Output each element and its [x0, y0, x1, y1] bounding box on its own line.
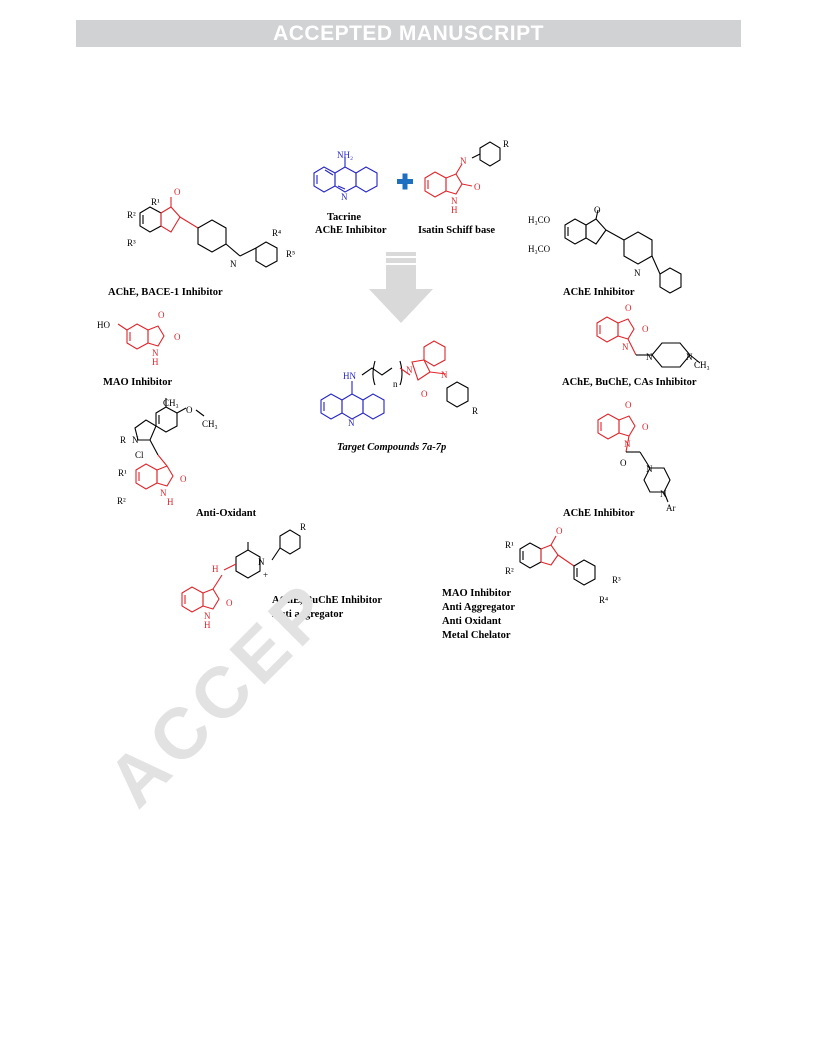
ic-r2-label: R²: [505, 566, 514, 576]
ic-r3-label: R³: [612, 575, 621, 585]
indanone-chalcone-label-3: Anti Oxidant: [442, 616, 502, 627]
target-ring-n-label: N: [348, 418, 355, 428]
ao-indole-n-label: N: [132, 435, 139, 445]
tl-nitrogen-label: N: [230, 259, 237, 269]
tl-r4-label: R⁴: [272, 228, 281, 238]
isatin-imine-n-label: N: [460, 156, 467, 166]
tacrine-name: Tacrine: [327, 212, 361, 223]
mao-h-label: H: [152, 357, 159, 367]
target-r-label: R: [472, 406, 478, 416]
pi-isatin-n-label: N: [622, 342, 629, 352]
tacrine-amine-label: NH₂: [337, 150, 353, 160]
indanone-chalcone-structure: R¹ R² O R³ R⁴: [505, 526, 621, 605]
ao-isatin-h-label: H: [167, 497, 174, 507]
indanone-chalcone-label-1: MAO Inhibitor: [442, 588, 511, 599]
py-oxygen-label: O: [226, 598, 233, 608]
manuscript-banner: ACCEPTED MANUSCRIPT: [76, 20, 741, 47]
ao-methyl-2-label: CH₃: [202, 419, 218, 429]
target-label: Target Compounds 7a-7p: [337, 442, 446, 453]
ar-isatin-n-label: N: [624, 439, 631, 449]
py-plus-label: +: [263, 570, 268, 580]
py-isatin-h-label: H: [204, 620, 211, 630]
target-hn-label: HN: [343, 371, 356, 381]
donepezil-nitrogen-label: N: [634, 268, 641, 278]
ar-oxygen-1-label: O: [625, 400, 632, 410]
pyridinium-label-2: Anti aggregator: [272, 609, 344, 620]
ar-oxygen-2-label: O: [642, 422, 649, 432]
ic-oxygen-label: O: [556, 526, 563, 536]
isatin-nh-h-label: H: [451, 205, 458, 215]
pi-oxygen-1-label: O: [625, 303, 632, 313]
ao-r2-label: R²: [117, 496, 126, 506]
donepezil-methoxy-1-label: H₃CO: [528, 215, 551, 225]
pi-methyl-label: CH₃: [694, 360, 710, 370]
py-isatin-n-label: N: [204, 611, 211, 621]
py-r-label: R: [300, 522, 306, 532]
ao-chloro-label: Cl: [135, 450, 144, 460]
pi-pip-n1-label: N: [646, 352, 653, 362]
isatin-nh-n-label: N: [451, 196, 458, 206]
piperazine-isatin-structure: O O N N N CH₃: [596, 303, 710, 370]
tl-r5-label: R⁵: [286, 249, 295, 259]
tacrine-label: AChE Inhibitor: [315, 225, 387, 236]
piperazine-isatin-label: AChE, BuChE, CAs Inhibitor: [562, 377, 697, 388]
antioxidant-structure: CH₃ O CH₃ R N Cl R¹ R² N H O: [117, 398, 218, 507]
indanone-piperidine-structure: R¹ R² R³ R⁴ R⁵ O N: [127, 187, 295, 269]
tl-r2-label: R²: [127, 210, 136, 220]
isatin-label: Isatin Schiff base: [418, 225, 495, 236]
hydroxyisatin-structure: HO O O N H: [97, 310, 181, 367]
ar-pip-n1-label: N: [646, 464, 653, 474]
target-isatin-n-label: N: [406, 365, 413, 375]
pi-oxygen-2-label: O: [642, 324, 649, 334]
mao-hydroxy-label: HO: [97, 320, 110, 330]
py-h-label: H: [212, 564, 219, 574]
ic-r4-label: R⁴: [599, 595, 608, 605]
tacrine-structure: NH₂ N: [313, 150, 378, 202]
target-n-subscript-label: n: [393, 379, 398, 389]
isatin-r-label: R: [503, 139, 509, 149]
tl-oxygen-label: O: [174, 187, 181, 197]
ao-oxygen-label: O: [186, 405, 193, 415]
pyridinium-isatin-structure: R H N + O N H: [181, 522, 306, 630]
tl-r1-label: R¹: [151, 197, 160, 207]
down-arrow-icon: [369, 252, 433, 323]
ar-pip-n2-label: N: [660, 489, 667, 499]
ar-carbonyl-o-label: O: [620, 458, 627, 468]
top-left-label: AChE, BACE-1 Inhibitor: [108, 287, 223, 298]
banner-text: ACCEPTED MANUSCRIPT: [273, 21, 544, 45]
mao-label: MAO Inhibitor: [103, 377, 172, 388]
indanone-chalcone-label-2: Anti Aggregator: [442, 602, 515, 613]
antioxidant-label: Anti-Oxidant: [196, 508, 257, 519]
donepezil-oxygen-label: O: [594, 205, 601, 215]
pi-pip-n2-label: N: [686, 352, 693, 362]
pyridinium-label-1: AChE, BuChE Inhibitor: [272, 595, 382, 606]
target-oxygen-label: O: [421, 389, 428, 399]
mao-n-label: N: [152, 348, 159, 358]
donepezil-label: AChE Inhibitor: [563, 287, 635, 298]
donepezil-structure: H₃CO H₃CO O N: [528, 205, 682, 294]
donepezil-methoxy-2-label: H₃CO: [528, 244, 551, 254]
ao-r1-label: R¹: [118, 468, 127, 478]
ar-aryl-label: Ar: [666, 503, 676, 513]
tacrine-nitrogen-label: N: [341, 192, 348, 202]
ache-piperazine-aryl-structure: O O N O N N Ar: [597, 400, 676, 513]
ao-r-label: R: [120, 435, 126, 445]
target-compound-structure: HN n N N O N R: [320, 340, 478, 428]
mao-oxygen-2-label: O: [174, 332, 181, 342]
ao-oxygen-2-label: O: [180, 474, 187, 484]
isatin-oxygen-label: O: [474, 182, 481, 192]
ao-isatin-n-label: N: [160, 488, 167, 498]
tl-r3-label: R³: [127, 238, 136, 248]
plus-icon: [397, 173, 413, 190]
isatin-schiff-base-structure: N R O N H: [424, 139, 509, 215]
py-n-label: N: [258, 557, 265, 567]
ao-methyl-1-label: CH₃: [163, 398, 179, 408]
ic-r1-label: R¹: [505, 540, 514, 550]
mao-oxygen-1-label: O: [158, 310, 165, 320]
indanone-chalcone-label-4: Metal Chelator: [442, 630, 511, 641]
ache-ar-label: AChE Inhibitor: [563, 508, 635, 519]
target-imine-n-label: N: [441, 370, 448, 380]
